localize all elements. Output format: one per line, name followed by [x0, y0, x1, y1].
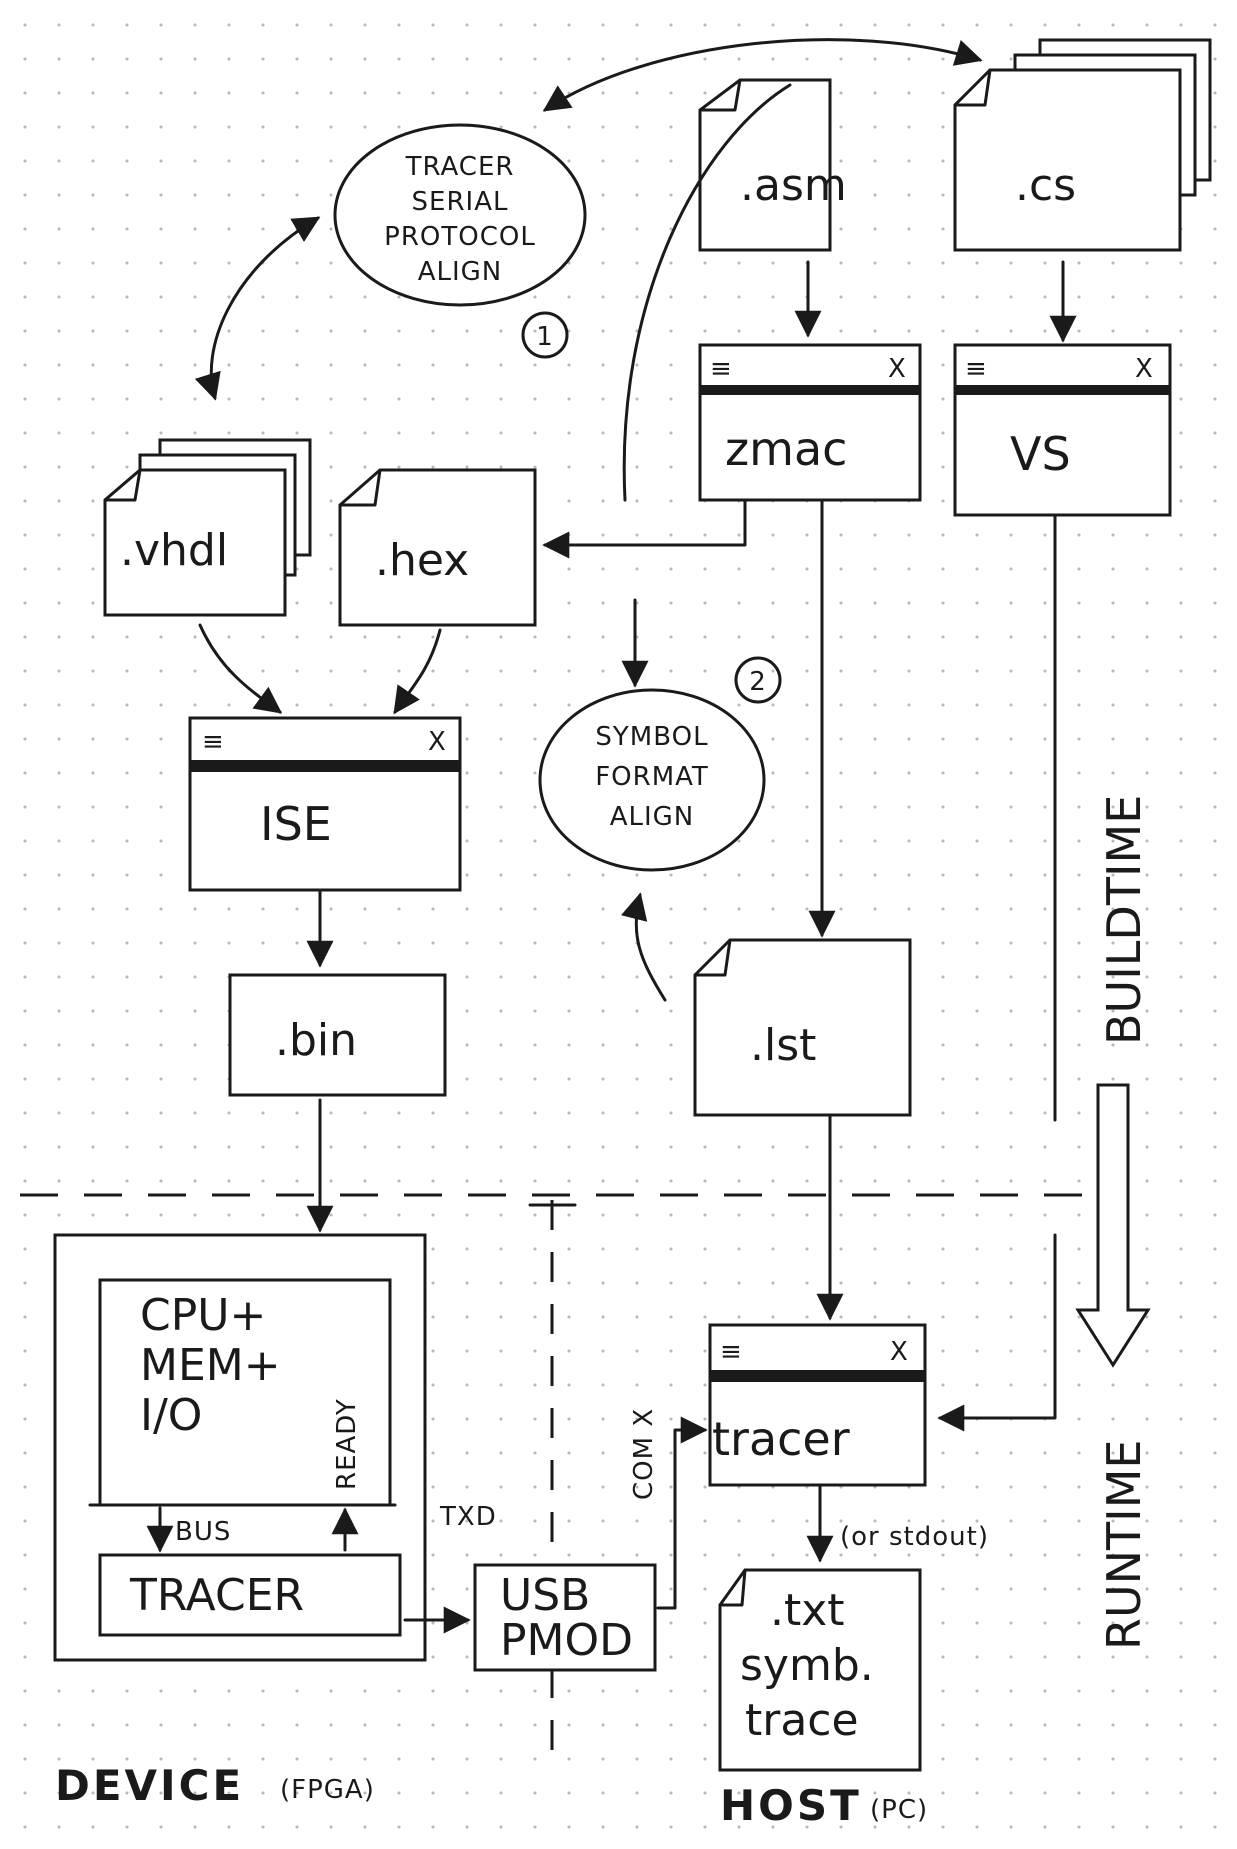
bubble2-line1: SYMBOL	[595, 722, 708, 752]
hex-label: .hex	[375, 535, 469, 586]
tracer-app-label: tracer	[712, 1412, 850, 1466]
close-icon[interactable]: X	[1135, 354, 1154, 384]
txt-file: .txt symb. trace	[718, 1568, 922, 1772]
txt-line2: symb.	[740, 1640, 874, 1691]
bin-file: .bin	[228, 973, 447, 1097]
host-sub-label: (PC)	[870, 1795, 928, 1825]
vhdl-label: .vhdl	[120, 525, 228, 576]
txd-label: TXD	[439, 1502, 497, 1532]
cs-files: .cs	[953, 38, 1212, 252]
cpu-line2: MEM+	[140, 1340, 281, 1391]
asm-label: .asm	[740, 160, 847, 211]
hex-to-ise-arrow	[393, 628, 442, 715]
bubble1-line2: SERIAL	[412, 187, 509, 217]
ise-label: ISE	[260, 797, 332, 851]
zmac-label: zmac	[725, 422, 847, 476]
buildtime-label: BUILDTIME	[1097, 795, 1151, 1045]
tracer-hw-label: TRACER	[129, 1570, 304, 1621]
usb-to-tracer-arrow	[656, 1416, 708, 1610]
host-label: HOST	[720, 1781, 862, 1830]
bubble1-to-vhdl-arrow	[194, 216, 321, 401]
vs-label: VS	[1010, 427, 1071, 481]
close-icon[interactable]: X	[888, 354, 907, 384]
bubble2-number-label: 2	[749, 667, 767, 697]
close-icon[interactable]: X	[890, 1337, 909, 1367]
vhdl-files: .vhdl	[103, 438, 312, 617]
bubble1-to-cs-arrow	[542, 38, 983, 112]
tracer-window[interactable]: ≡ X tracer	[708, 1323, 927, 1487]
txt-line1: .txt	[770, 1585, 845, 1636]
vs-window[interactable]: ≡ X VS	[953, 343, 1172, 517]
close-icon[interactable]: X	[428, 727, 447, 757]
menu-icon[interactable]: ≡	[965, 354, 988, 384]
buildtime-to-runtime-arrow	[1075, 1083, 1151, 1368]
cs-label: .cs	[1015, 160, 1076, 211]
ready-label: READY	[332, 1398, 362, 1490]
vs-to-tracer-arrow	[937, 1233, 1057, 1432]
symbol-format-align-bubble: SYMBOL FORMAT ALIGN	[538, 688, 766, 872]
comx-label: COM X	[629, 1408, 659, 1500]
bubble1-number: 1	[521, 311, 569, 359]
ise-window[interactable]: ≡ X ISE	[188, 716, 462, 892]
bubble2-line3: ALIGN	[610, 802, 695, 832]
lst-label: .lst	[750, 1020, 816, 1071]
bus-label: BUS	[175, 1517, 231, 1547]
menu-icon[interactable]: ≡	[720, 1337, 743, 1367]
zmac-to-hex-arrow	[542, 498, 747, 559]
bubble1-line3: PROTOCOL	[384, 222, 536, 252]
usb-pmod-box: USB PMOD	[473, 1563, 657, 1672]
lst-file: .lst	[693, 938, 912, 1117]
hex-file: .hex	[338, 468, 537, 627]
usb-line1: USB	[500, 1570, 590, 1621]
tracer-serial-protocol-align-bubble: TRACER SERIAL PROTOCOL ALIGN	[333, 123, 587, 307]
bubble2-number: 2	[734, 656, 782, 704]
bubble1-line1: TRACER	[405, 152, 515, 182]
cpu-line3: I/O	[140, 1390, 202, 1441]
zmac-window[interactable]: ≡ X zmac	[698, 343, 922, 502]
cs-side-link	[622, 83, 792, 502]
txt-line3: trace	[745, 1695, 859, 1746]
device-label: DEVICE	[55, 1761, 244, 1810]
usb-line2: PMOD	[500, 1615, 633, 1666]
lst-to-bubble2-arrow	[621, 892, 667, 1002]
bin-label: .bin	[275, 1015, 357, 1066]
bubble1-line4: ALIGN	[418, 257, 503, 287]
or-stdout-label: (or stdout)	[840, 1522, 989, 1552]
menu-icon[interactable]: ≡	[710, 354, 733, 384]
menu-icon[interactable]: ≡	[202, 727, 225, 757]
asm-file: .asm	[698, 78, 847, 252]
device-sub-label: (FPGA)	[280, 1775, 375, 1805]
device-box: CPU+ MEM+ I/O READY BUS TRACER	[53, 1233, 427, 1662]
runtime-label: RUNTIME	[1097, 1440, 1151, 1650]
vhdl-to-ise-arrow	[198, 623, 283, 714]
bubble2-line2: FORMAT	[595, 762, 709, 792]
bubble1-number-label: 1	[536, 322, 554, 352]
cpu-line1: CPU+	[140, 1290, 266, 1341]
